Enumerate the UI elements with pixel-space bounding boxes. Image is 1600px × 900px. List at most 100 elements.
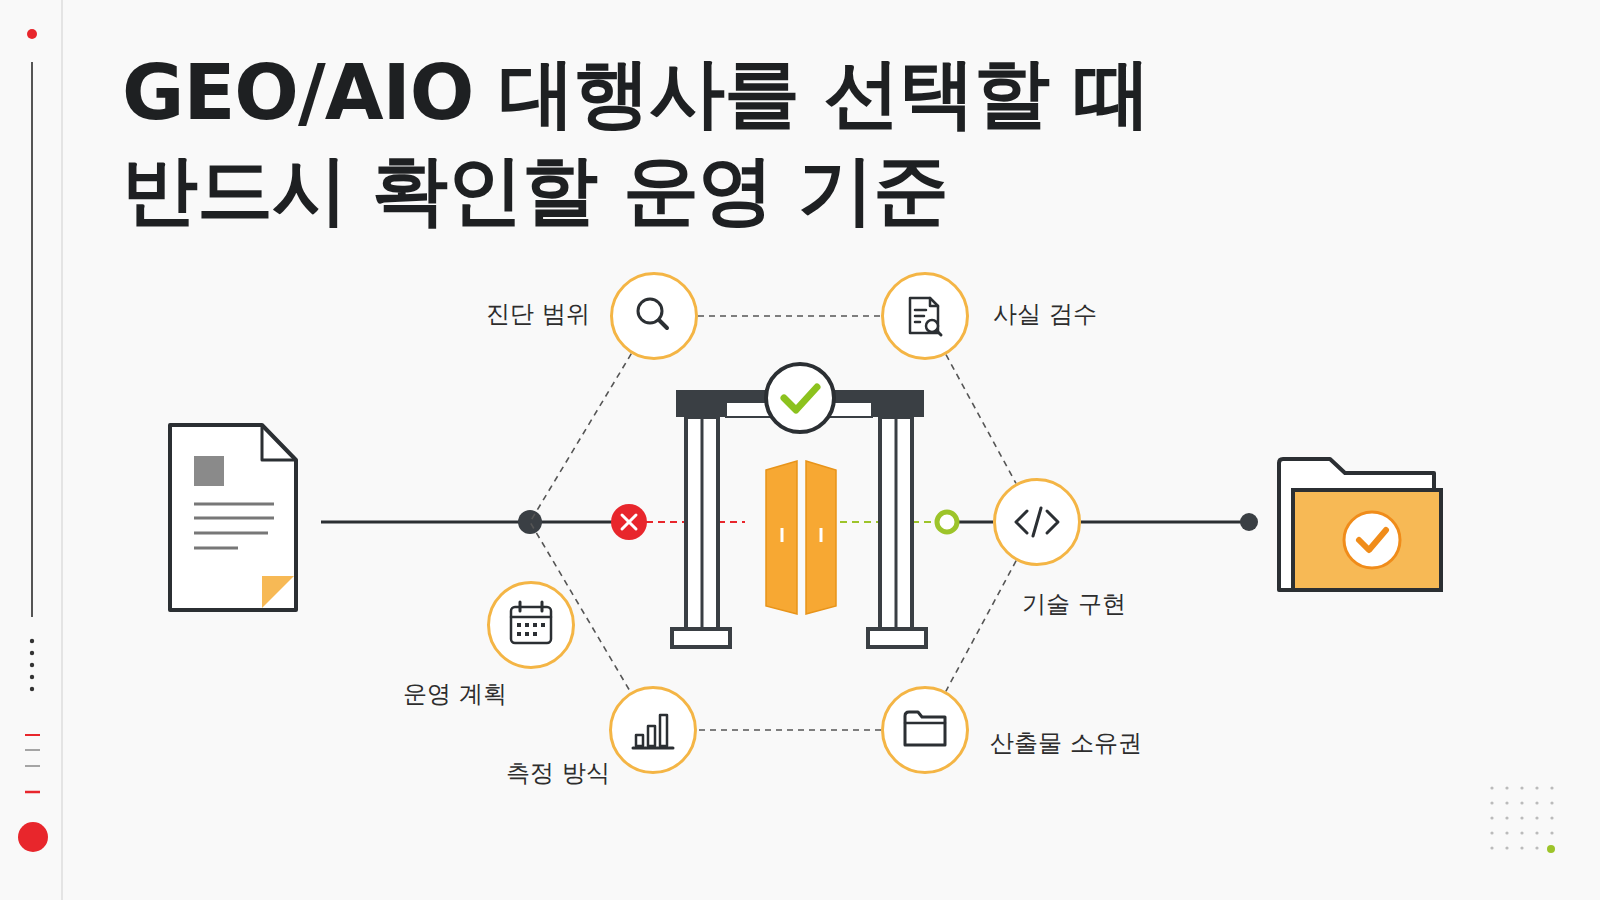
doc-search-icon bbox=[926, 320, 938, 332]
grid-dot-accent bbox=[1547, 845, 1555, 853]
calendar-icon bbox=[511, 616, 551, 619]
accept-ring bbox=[937, 512, 957, 532]
calendar-day bbox=[525, 623, 529, 627]
sidebar-dot bbox=[30, 651, 34, 655]
grid-dot bbox=[1550, 831, 1553, 834]
grid-dot bbox=[1505, 846, 1508, 849]
grid-dot bbox=[1535, 801, 1538, 804]
grid-dot bbox=[1490, 831, 1493, 834]
doc-search-icon bbox=[915, 310, 926, 322]
criterion-node: 산출물 소유권 bbox=[881, 686, 969, 774]
criterion-circle bbox=[611, 688, 696, 773]
flow-line bbox=[530, 521, 614, 524]
reject-mark bbox=[611, 504, 647, 540]
node-outline bbox=[881, 272, 969, 360]
sidebar-dot bbox=[30, 675, 34, 679]
calendar-day bbox=[517, 623, 521, 627]
code-icon bbox=[1033, 508, 1041, 536]
magnifier-icon bbox=[638, 299, 662, 323]
criterion-node: 운영 계획 bbox=[487, 581, 575, 669]
sidebar-dash bbox=[25, 749, 40, 751]
grid-dot bbox=[1505, 816, 1508, 819]
bar-chart-icon bbox=[633, 747, 673, 750]
document-line bbox=[194, 517, 274, 520]
dot-grid bbox=[1490, 786, 1555, 853]
dashed-connector bbox=[697, 729, 881, 731]
folder-icon bbox=[905, 712, 945, 745]
sidebar-dot bbox=[30, 687, 34, 691]
criterion-node: 진단 범위 bbox=[610, 272, 698, 360]
gate-check bbox=[784, 387, 817, 410]
gate-door bbox=[806, 461, 836, 614]
gate-pillar bbox=[686, 417, 718, 629]
grid-dot bbox=[1520, 831, 1523, 834]
grid-dot bbox=[1490, 786, 1493, 789]
document-corner bbox=[262, 576, 294, 608]
grid-dot bbox=[1505, 831, 1508, 834]
grid-dot bbox=[1490, 801, 1493, 804]
node-label: 기술 구현 bbox=[1022, 589, 1126, 619]
doc-search-icon bbox=[930, 298, 938, 306]
folder-icon bbox=[905, 722, 945, 725]
node-outline bbox=[610, 272, 698, 360]
grid-dot bbox=[1550, 801, 1553, 804]
grid-dot bbox=[1490, 816, 1493, 819]
node-outline bbox=[881, 686, 969, 774]
gate-check-badge bbox=[766, 364, 834, 432]
grid-dot bbox=[1490, 846, 1493, 849]
end-dot bbox=[1240, 513, 1258, 531]
magnifier-icon bbox=[659, 320, 667, 328]
document-image bbox=[194, 456, 224, 486]
calendar-day bbox=[541, 623, 545, 627]
bar-chart-icon bbox=[660, 715, 667, 746]
node-label: 산출물 소유권 bbox=[990, 728, 1142, 758]
node-label: 측정 방식 bbox=[506, 758, 610, 788]
gate-pillar bbox=[880, 417, 912, 629]
folder-front bbox=[1293, 490, 1441, 590]
gate-base bbox=[868, 629, 926, 647]
calendar-day bbox=[533, 632, 537, 636]
node-outline bbox=[993, 478, 1081, 566]
calendar-day bbox=[533, 623, 537, 627]
grid-dot bbox=[1535, 846, 1538, 849]
gate-base bbox=[672, 629, 730, 647]
doc-search-icon bbox=[910, 298, 938, 333]
page-title: GEO/AIO 대행사를 선택할 때 반드시 확인할 운영 기준 bbox=[122, 44, 1222, 238]
grid-dot bbox=[1505, 786, 1508, 789]
calendar-day bbox=[517, 632, 521, 636]
door-handle bbox=[781, 528, 784, 542]
node-outline bbox=[487, 581, 575, 669]
sidebar-dot bbox=[18, 822, 48, 852]
sidebar-dot bbox=[30, 639, 34, 643]
grid-dot bbox=[1520, 786, 1523, 789]
door-handle bbox=[820, 528, 823, 542]
document-icon bbox=[170, 425, 296, 610]
gate-pillar-line bbox=[895, 417, 898, 629]
sidebar-dot bbox=[27, 29, 37, 39]
criterion-circle bbox=[612, 274, 697, 359]
grid-dot bbox=[1505, 801, 1508, 804]
grid-dot bbox=[1535, 831, 1538, 834]
bar-chart-icon bbox=[648, 726, 655, 746]
grid-dot bbox=[1550, 816, 1553, 819]
reject-cross bbox=[622, 515, 636, 529]
criterion-circle bbox=[883, 688, 968, 773]
sidebar-dot bbox=[30, 663, 34, 667]
node-label: 진단 범위 bbox=[486, 299, 590, 329]
node-outline bbox=[609, 686, 697, 774]
calendar-icon bbox=[519, 602, 522, 611]
sidebar-rule bbox=[61, 0, 63, 900]
folder-check-badge bbox=[1344, 512, 1400, 568]
document-line bbox=[194, 503, 274, 506]
grid-dot bbox=[1520, 801, 1523, 804]
flow-line bbox=[1081, 521, 1249, 524]
document-line bbox=[194, 547, 238, 550]
sidebar-dash bbox=[25, 791, 40, 794]
criterion-circle bbox=[995, 480, 1080, 565]
dashed-connector bbox=[946, 561, 1016, 692]
folder-check bbox=[1359, 530, 1386, 550]
dashed-connector bbox=[946, 355, 1016, 484]
flow-line bbox=[321, 521, 530, 524]
flow-line bbox=[958, 521, 993, 524]
